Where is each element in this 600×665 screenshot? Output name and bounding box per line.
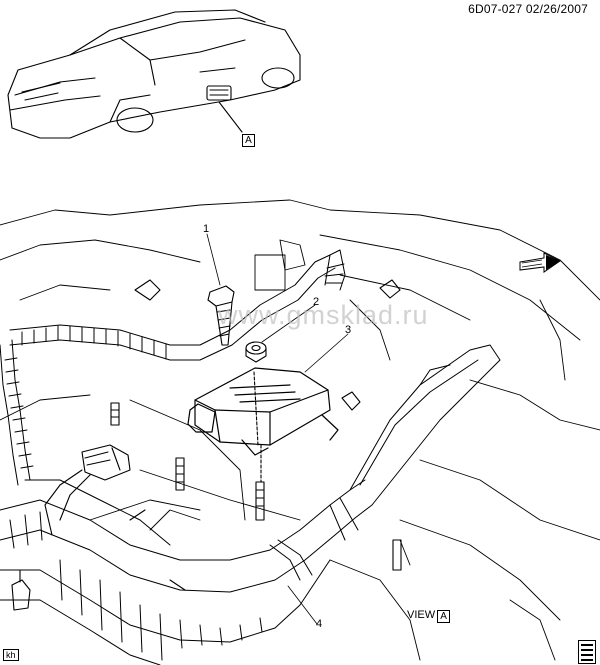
callout-1: 1 <box>203 223 210 235</box>
sdm-module-drawing <box>187 367 339 456</box>
watermark-text: www.gmsklad.ru <box>218 300 429 330</box>
floor-panel-drawing <box>0 199 600 661</box>
floor-studs-drawing <box>110 279 402 591</box>
car-overview-drawing <box>7 9 301 139</box>
front-arrow-icon <box>519 252 561 273</box>
connector-drawing <box>44 444 131 536</box>
callout-2: 2 <box>313 296 320 308</box>
nut-drawing <box>245 341 267 363</box>
view-text: VIEW <box>407 609 436 621</box>
artist-tag: kh <box>3 649 19 661</box>
view-letter: A <box>437 610 451 623</box>
wiring-harness-drawing <box>0 249 501 665</box>
callout-4: 4 <box>316 618 323 630</box>
leader-lines <box>206 233 349 625</box>
diagram-code: 6D07-027 02/26/2007 <box>468 2 588 16</box>
callout-3: 3 <box>345 324 352 336</box>
document-icon <box>578 640 596 664</box>
ground-connector-drawing <box>11 569 31 611</box>
detail-marker: A <box>242 134 255 147</box>
bolt-drawing <box>207 285 235 346</box>
